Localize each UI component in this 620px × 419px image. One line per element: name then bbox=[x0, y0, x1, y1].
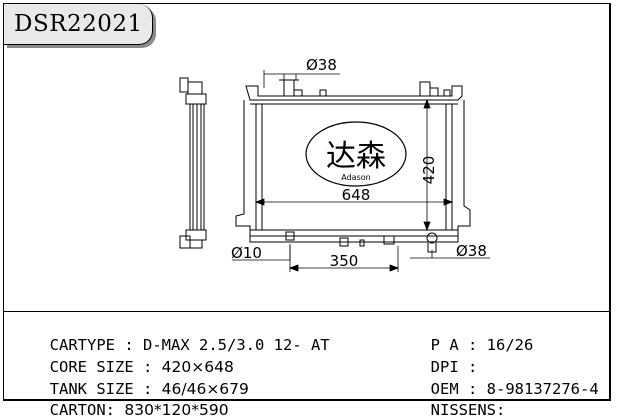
carton-value: 830*120*590 bbox=[124, 401, 229, 419]
logo-subtext: Adason bbox=[341, 173, 370, 182]
spec-tank-size: TANK SIZE : 46/46×679 bbox=[31, 362, 249, 398]
model-code-tab: DSR22021 bbox=[4, 4, 153, 45]
spec-core-size: CORE SIZE : 420×648 bbox=[31, 340, 234, 376]
radiator-front-view bbox=[235, 79, 471, 253]
nissens-label: NISSENS: bbox=[430, 401, 506, 419]
pa-value: 16/26 bbox=[486, 336, 534, 354]
carton-label: CARTON: bbox=[49, 401, 115, 419]
dimension-lines bbox=[232, 70, 490, 272]
dim-bottom-right: Ø38 bbox=[456, 242, 487, 260]
spec-nissens: NISSENS: bbox=[412, 383, 506, 419]
radiator-drawing: 达森 Adason Ø38 420 648 Ø10 350 Ø38 bbox=[179, 56, 490, 272]
tank-size-value: 46/46×679 bbox=[161, 380, 249, 398]
section-divider bbox=[4, 311, 609, 312]
spec-cartype: CARTYPE : D-MAX 2.5/3.0 12- AT bbox=[31, 318, 330, 354]
brand-logo bbox=[305, 121, 407, 187]
spec-dpi: DPI : bbox=[412, 340, 478, 376]
oem-label: OEM : bbox=[430, 380, 487, 398]
spec-oem: OEM : 8-98137276-4 bbox=[412, 362, 599, 398]
tank-size-label: TANK SIZE : bbox=[49, 380, 162, 398]
radiator-side-view bbox=[179, 77, 207, 249]
dim-top-pipe: Ø38 bbox=[306, 56, 337, 74]
spec-sheet-frame: DSR22021 bbox=[3, 3, 611, 401]
dim-width: 648 bbox=[342, 186, 371, 204]
pa-label: P A : bbox=[430, 336, 487, 354]
oem-value: 8-98137276-4 bbox=[486, 380, 599, 398]
dpi-label: DPI : bbox=[430, 358, 478, 376]
cartype-label: CARTYPE : bbox=[49, 336, 143, 354]
spec-carton: CARTON: 830*120*590 bbox=[31, 383, 229, 419]
model-code: DSR22021 bbox=[14, 11, 143, 37]
core-size-label: CORE SIZE : bbox=[49, 358, 162, 376]
dim-height: 420 bbox=[420, 156, 438, 185]
dim-bottom-left: Ø10 bbox=[231, 244, 262, 262]
dim-bottom-width: 350 bbox=[330, 252, 359, 270]
cartype-value: D-MAX 2.5/3.0 12- AT bbox=[143, 336, 330, 354]
logo-text: 达森 bbox=[326, 139, 386, 174]
core-size-value: 420×648 bbox=[161, 358, 234, 376]
spec-pa: P A : 16/26 bbox=[412, 318, 534, 354]
